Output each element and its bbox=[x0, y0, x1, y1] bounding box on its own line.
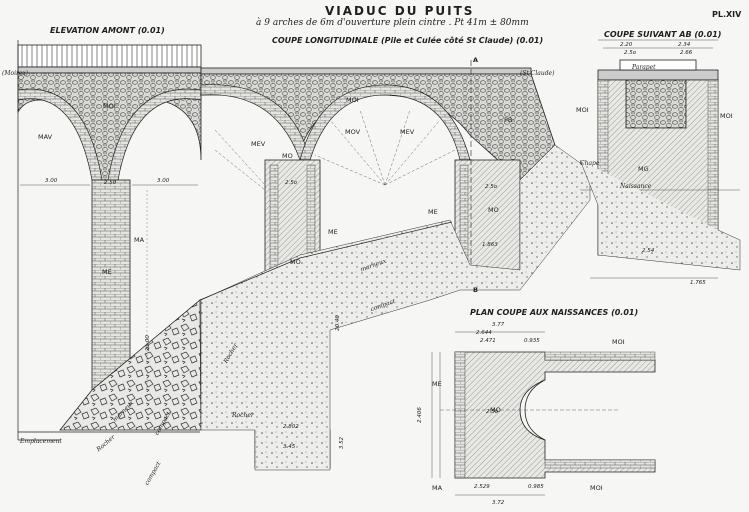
label-moi-ab-right: MOI bbox=[720, 112, 733, 120]
label-mo-2: MO bbox=[290, 258, 301, 266]
dim-1-765: 1.765 bbox=[690, 280, 706, 286]
dim-0-985: 0.985 bbox=[528, 484, 544, 490]
plan-section bbox=[431, 331, 656, 496]
note-rocher-2: Rocher bbox=[232, 412, 254, 419]
label-mev-2: MEV bbox=[400, 128, 415, 136]
section-ab-heading: COUPE SUIVANT AB (0.01) bbox=[604, 30, 722, 39]
dim-2-529: 2.529 bbox=[474, 484, 490, 490]
dim-2-50-c: 2.5o bbox=[485, 184, 498, 190]
label-me-2: ME bbox=[328, 228, 338, 236]
dim-2-406: 2.406 bbox=[416, 407, 423, 423]
longitudinal-heading: COUPE LONGITUDINALE (Pile et Culée côté … bbox=[272, 36, 544, 45]
label-stclaude: (St Claude) bbox=[520, 70, 555, 77]
label-mg: MG bbox=[638, 165, 649, 173]
label-mo-3: MO bbox=[488, 206, 499, 214]
dim-3-45: 3.45 bbox=[283, 444, 296, 450]
note-emplacement: Emplacement bbox=[20, 438, 62, 445]
label-mov: MOV bbox=[345, 128, 361, 136]
label-mev-1: MEV bbox=[251, 140, 266, 148]
dim-2-50-d: 2.5o bbox=[624, 50, 637, 56]
dim-3-00-b: 3.00 bbox=[157, 178, 170, 184]
label-pb: PB bbox=[504, 116, 513, 124]
dim-21-00: 21.00 bbox=[144, 335, 151, 351]
label-chape: Chape bbox=[580, 160, 600, 167]
dim-2-471: 2.471 bbox=[480, 338, 496, 344]
dim-2-20: 2.20 bbox=[620, 42, 633, 48]
dim-2-66: 2.66 bbox=[680, 50, 693, 56]
label-me-plan: ME bbox=[432, 380, 442, 388]
dim-2-644: 2.644 bbox=[476, 330, 492, 336]
label-me-elev: ME bbox=[102, 268, 112, 276]
dim-1-863: 1.863 bbox=[482, 242, 498, 248]
dim-2-50-b: 2.5o bbox=[285, 180, 298, 186]
label-section-a: A bbox=[473, 56, 479, 64]
drawing-title: VIADUC DU PUITS bbox=[325, 4, 475, 18]
drawing-subtitle: à 9 arches de 6m d'ouverture plein cintr… bbox=[256, 18, 529, 28]
dim-2-5-plan: 2.5o bbox=[486, 409, 499, 415]
label-moi-ab-left: MOI bbox=[576, 106, 589, 114]
label-naissance: Naissance bbox=[620, 183, 652, 190]
dim-20-40: 20.40 bbox=[334, 315, 341, 331]
label-mav: MAV bbox=[38, 133, 53, 141]
elevation-view bbox=[17, 40, 202, 441]
section-ab bbox=[579, 39, 741, 279]
dim-2-34: 2.34 bbox=[678, 42, 691, 48]
label-parapet: Parapet bbox=[632, 64, 656, 71]
label-moi-long: MOI bbox=[346, 96, 359, 104]
longitudinal-section bbox=[199, 60, 591, 471]
label-ma: MA bbox=[134, 236, 145, 244]
elevation-heading: ELEVATION AMONT (0.01) bbox=[50, 26, 165, 35]
dim-2-50-a: 2.50 bbox=[104, 180, 117, 186]
label-mo-plan: MO bbox=[490, 406, 501, 414]
dim-0-935: 0.935 bbox=[524, 338, 540, 344]
label-ma-plan: MA bbox=[432, 484, 443, 492]
plan-heading: PLAN COUPE AUX NAISSANCES (0.01) bbox=[470, 308, 639, 317]
plate-number: PL.XIV bbox=[712, 10, 742, 19]
label-moi-elev: MOI bbox=[103, 102, 116, 110]
dim-2-54: 2.54 bbox=[642, 248, 655, 254]
label-moi-plan-bottom: MOI bbox=[590, 484, 603, 492]
label-me-3: ME bbox=[428, 208, 438, 216]
label-moi-plan-top: MOI bbox=[612, 338, 625, 346]
dim-3-00-a: 3.00 bbox=[45, 178, 58, 184]
dim-3-72: 3.72 bbox=[492, 500, 505, 506]
label-mo-1: MO bbox=[282, 152, 293, 160]
dim-3-77: 3.77 bbox=[492, 322, 505, 328]
dim-2-802: 2.802 bbox=[283, 424, 299, 430]
label-moirez: (Moirez) bbox=[2, 70, 28, 77]
label-section-b: B bbox=[473, 286, 478, 294]
dim-3-52: 3.52 bbox=[339, 436, 346, 450]
